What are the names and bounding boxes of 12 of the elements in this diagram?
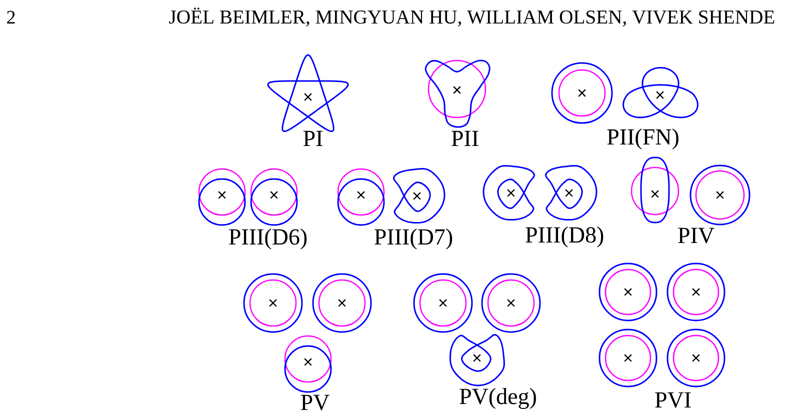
figure-label: PII	[452, 130, 478, 146]
page-number: 2	[7, 10, 15, 24]
figure-label: PII(FN)	[607, 128, 678, 150]
figure-label: PIII(D6)	[229, 228, 307, 250]
figure-label: PI	[303, 130, 322, 146]
figure-label: PV	[300, 394, 330, 410]
figure-label: PIII(D7)	[374, 228, 452, 250]
figure-label: PV(deg)	[460, 388, 536, 409]
figure-label: PIV	[678, 228, 714, 244]
running-header: JOËL BEIMLER, MINGYUAN HU, WILLIAM OLSEN, VIVEK SHENDE	[169, 8, 774, 26]
figure-label: PIII(D8)	[526, 226, 604, 248]
figure-label: PVI	[655, 392, 691, 408]
